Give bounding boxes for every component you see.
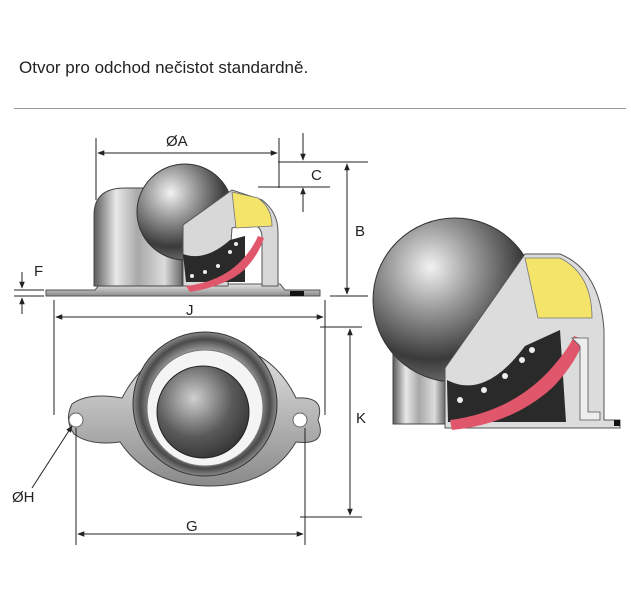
dim-label-g: G xyxy=(186,518,198,535)
detail-bearing-ball xyxy=(519,357,525,363)
side-bearing-ball xyxy=(234,242,238,246)
dimension-lines-side xyxy=(14,133,368,415)
side-flange-dark-mark xyxy=(290,291,304,296)
detail-inner-wall xyxy=(571,337,601,421)
detail-bearing-ball xyxy=(481,387,487,393)
dim-label-b: B xyxy=(355,223,365,240)
detail-view xyxy=(372,217,621,430)
detail-dark-mark xyxy=(614,420,620,426)
side-flange xyxy=(45,283,321,297)
divider-line xyxy=(14,108,626,109)
dim-label-k: K xyxy=(356,410,366,427)
side-bearing-ball xyxy=(216,264,220,268)
side-yellow-seal xyxy=(231,191,273,229)
top-view xyxy=(68,331,321,487)
detail-yellow-seal xyxy=(524,257,593,319)
dim-label-f: F xyxy=(34,263,43,280)
detail-bearing-ball xyxy=(529,347,535,353)
top-ball xyxy=(156,365,250,459)
dim-label-h: ØH xyxy=(12,489,35,506)
detail-bearing-ball xyxy=(502,373,508,379)
side-view xyxy=(45,163,321,297)
detail-red-seal xyxy=(450,336,584,430)
side-red-seal xyxy=(186,236,264,292)
page-caption: Otvor pro odchod nečistot standardně. xyxy=(19,58,309,77)
detail-bearing-ball xyxy=(457,397,463,403)
dimension-lines-top xyxy=(31,326,362,545)
side-bearing-ball xyxy=(203,270,207,274)
side-bearing-cavity xyxy=(183,236,245,282)
dim-label-c: C xyxy=(311,167,322,184)
mount-hole-right xyxy=(292,412,308,428)
dim-label-j: J xyxy=(186,302,194,319)
mount-hole-left xyxy=(68,412,84,428)
side-bearing-ball xyxy=(190,274,194,278)
side-bearing-ball xyxy=(228,250,232,254)
dim-label-a: ØA xyxy=(166,133,188,150)
